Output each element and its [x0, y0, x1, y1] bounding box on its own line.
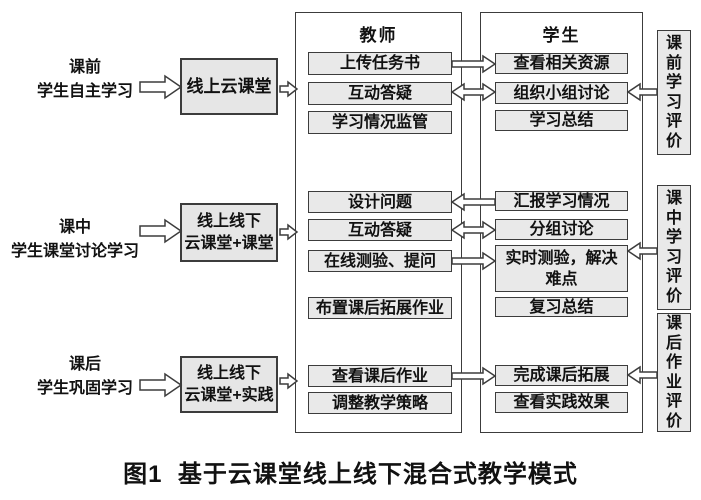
stage-box-cloud-plus-classroom: 线上线下 云课堂+课堂 — [180, 203, 278, 262]
teacher-action-online-test-questioning: 在线测验、提问 — [308, 250, 452, 272]
phase-label-line: 课后 — [68, 356, 101, 373]
teacher-action-check-homework: 查看课后作业 — [308, 365, 452, 387]
phase-label-line: 学生巩固学习 — [36, 380, 133, 397]
teacher-action-interactive-qa-in-class: 互动答疑 — [308, 219, 452, 241]
student-action-view-resources: 查看相关资源 — [495, 53, 628, 74]
phase-label-line: 学生自主学习 — [36, 83, 133, 100]
eval-box-after-class-homework: 课后作业评价 — [657, 313, 691, 432]
phase-label-line: 课前 — [68, 59, 101, 76]
student-action-learning-summary: 学习总结 — [495, 110, 628, 131]
eval-box-in-class-learning: 课中学习评价 — [657, 185, 691, 310]
phase-label-line: 学生课堂讨论学习 — [10, 243, 139, 260]
student-action-review-summary: 复习总结 — [495, 297, 628, 317]
teacher-column-header: 教师 — [359, 26, 398, 45]
phase-label-before-class: 课前 学生自主学习 — [5, 56, 165, 104]
teacher-action-upload-task-sheet: 上传任务书 — [308, 52, 452, 75]
teacher-action-monitor-learning: 学习情况监管 — [308, 111, 452, 134]
eval-label: 课前学习评价 — [665, 35, 682, 150]
eval-label: 课后作业评价 — [665, 315, 682, 430]
student-action-organize-group-discussion: 组织小组讨论 — [495, 82, 628, 104]
teacher-action-assign-extension-homework: 布置课后拓展作业 — [308, 297, 452, 319]
stage-line: 云课堂+实践 — [184, 386, 274, 404]
stage-box-cloud-plus-practice: 线上线下 云课堂+实践 — [180, 356, 278, 413]
eval-box-before-class-learning: 课前学习评价 — [657, 30, 691, 155]
eval-label: 课中学习评价 — [665, 190, 682, 305]
teacher-action-design-questions: 设计问题 — [308, 191, 452, 213]
stage-box-online-cloud-classroom: 线上云课堂 — [180, 58, 278, 115]
student-action-realtime-test-solve-difficulties: 实时测验，解决难点 — [495, 245, 628, 292]
student-column-header: 学生 — [542, 26, 581, 45]
phase-label-after-class: 课后 学生巩固学习 — [5, 353, 165, 401]
stage-line: 线上线下 — [196, 364, 261, 382]
student-action-report-learning-status: 汇报学习情况 — [495, 191, 628, 211]
student-action-complete-extension: 完成课后拓展 — [495, 365, 628, 386]
stage-line: 线上线下 — [196, 212, 261, 230]
teacher-action-adjust-teaching-strategy: 调整教学策略 — [308, 392, 452, 414]
phase-label-in-class: 课中 学生课堂讨论学习 — [0, 216, 150, 264]
student-action-group-discussion: 分组讨论 — [495, 219, 628, 240]
stage-line: 云课堂+课堂 — [184, 234, 274, 252]
stage-line: 线上云课堂 — [186, 76, 272, 96]
teacher-action-interactive-qa-before: 互动答疑 — [308, 82, 452, 105]
phase-label-line: 课中 — [58, 219, 91, 236]
student-action-view-practice-results: 查看实践效果 — [495, 392, 628, 413]
figure-caption: 图1 基于云课堂线上线下混合式教学模式 — [123, 461, 578, 488]
